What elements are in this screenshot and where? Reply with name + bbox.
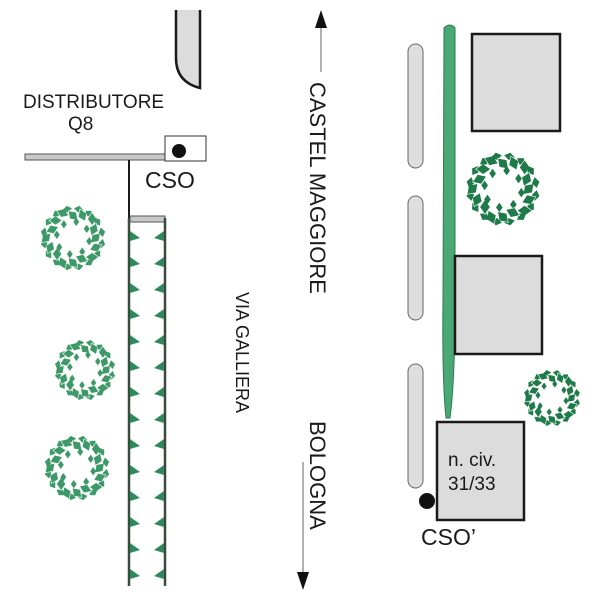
hedge-cap <box>129 215 166 223</box>
cso-point-icon <box>172 144 186 158</box>
hedge-leaf-left <box>130 335 140 345</box>
trees <box>40 152 580 501</box>
hedge-leaf-left <box>130 309 140 319</box>
hedge-leaf-left <box>130 465 140 475</box>
cso-prime-label: CSO’ <box>421 524 476 550</box>
station-brand-label: Q8 <box>68 114 93 135</box>
station-label: DISTRIBUTORE <box>23 92 164 113</box>
tree-canopy-icon <box>524 370 580 426</box>
hedge-leaf-right <box>154 543 164 553</box>
building <box>453 254 544 356</box>
hedge-leaf-right <box>154 439 164 449</box>
green-strip <box>442 24 456 419</box>
hedge-leaf-right <box>154 231 164 241</box>
hedge-leaf-left <box>130 361 140 371</box>
hedge-leaf-right <box>154 283 164 293</box>
hedge-leaf-right <box>154 257 164 267</box>
hedge-leaf-right <box>154 387 164 397</box>
hedge-leaf-left <box>130 517 140 527</box>
hedge-leaf-left <box>130 387 140 397</box>
tree-canopy-icon <box>44 435 110 501</box>
south-arrow-icon <box>297 462 309 590</box>
traffic-island <box>407 195 424 321</box>
street-label: VIA GALLIERA <box>232 292 252 413</box>
tree-canopy-icon <box>466 152 540 226</box>
cso-prime-point-icon <box>419 493 435 509</box>
cso-label: CSO <box>145 167 195 193</box>
hedge-leaf-left <box>130 283 140 293</box>
south-direction-label: BOLOGNA <box>305 421 330 530</box>
hedge-leaf-left <box>130 569 140 579</box>
hedge-leaf-left <box>130 413 140 423</box>
traffic-island <box>407 43 424 169</box>
hedge-leaf-right <box>154 491 164 501</box>
hedge-leaf-right <box>154 361 164 371</box>
hedge-leaf-left <box>130 257 140 267</box>
tree-canopy-icon <box>40 205 106 271</box>
building-number-line2: 31/33 <box>448 474 496 495</box>
hedge-leaf-left <box>130 231 140 241</box>
hedge-leaf-right <box>154 517 164 527</box>
hedge-leaf-right <box>154 335 164 345</box>
hedge-leaf-left <box>130 439 140 449</box>
traffic-island <box>407 363 424 489</box>
hedge-leaf-right <box>154 465 164 475</box>
hedge-leaf-right <box>154 413 164 423</box>
station-boundary <box>24 153 166 161</box>
north-arrow-icon <box>315 10 327 72</box>
hedge-leaf-right <box>154 309 164 319</box>
hedge-leaf-right <box>154 569 164 579</box>
building <box>470 32 562 133</box>
station-structure <box>174 10 202 90</box>
tree-canopy-icon <box>55 340 115 400</box>
hedge-leaf-left <box>130 491 140 501</box>
hedge-leaf-left <box>130 543 140 553</box>
building-31-33 <box>435 420 526 522</box>
building-number-line1: n. civ. <box>448 450 496 471</box>
north-direction-label: CASTEL MAGGIORE <box>305 82 330 294</box>
hedge <box>127 218 167 586</box>
